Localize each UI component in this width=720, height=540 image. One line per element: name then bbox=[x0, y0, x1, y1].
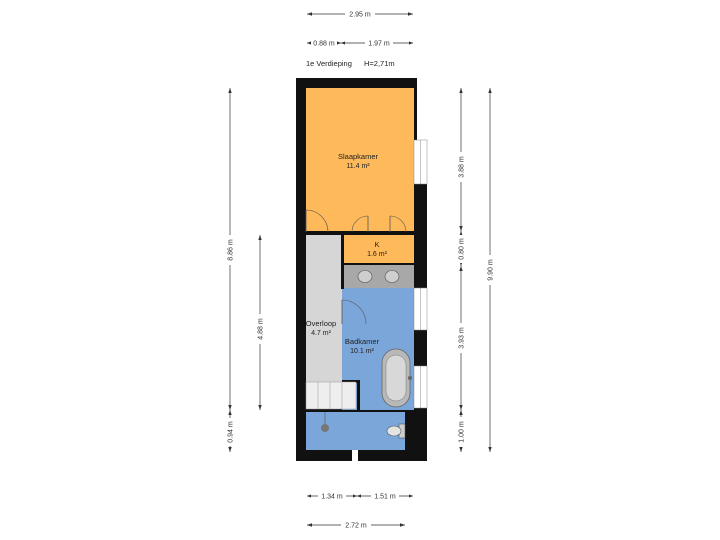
dim-right-bottom-label: 1.00 m bbox=[459, 421, 466, 443]
dimension-top-split: 0.88 m 1.97 m bbox=[307, 38, 413, 48]
room-area-overloop: 4.7 m² bbox=[311, 330, 332, 337]
sink-icon bbox=[384, 270, 400, 283]
dimension-top-total: 2.95 m bbox=[307, 9, 413, 19]
sink-icon bbox=[357, 270, 373, 283]
room-label-badkamer: Badkamer bbox=[345, 337, 380, 346]
vanity bbox=[344, 265, 414, 288]
room-label-overloop: Overloop bbox=[306, 319, 336, 328]
height-label: H=2,71m bbox=[364, 59, 395, 68]
floor-label: 1e Verdieping bbox=[306, 59, 352, 68]
dim-bottom-right-label: 1.51 m bbox=[374, 494, 396, 501]
dim-bottom-left-label: 1.34 m bbox=[321, 494, 343, 501]
door-k-right bbox=[389, 215, 407, 233]
door-k-left bbox=[351, 215, 369, 233]
stairs bbox=[305, 381, 357, 410]
dim-top-total-label: 2.95 m bbox=[349, 12, 371, 19]
dim-left-total-label: 8.86 m bbox=[228, 239, 235, 261]
dim-top-right-label: 1.97 m bbox=[368, 41, 390, 48]
dimension-left-inner: 4.88 m bbox=[255, 235, 265, 410]
room-slaapkamer bbox=[306, 88, 414, 232]
dimension-bottom-total: 2.72 m bbox=[307, 520, 405, 530]
dim-left-inner-label: 4.88 m bbox=[258, 318, 265, 340]
door-slaapkamer bbox=[305, 209, 329, 233]
room-area-badkamer: 10.1 m² bbox=[350, 348, 374, 355]
dim-right-bath-label: 3.93 m bbox=[459, 327, 466, 349]
dim-right-total-label: 9.90 m bbox=[488, 259, 495, 281]
room-area-k: 1.6 m² bbox=[367, 251, 388, 258]
dimension-left-total: 8.86 m 0.94 m bbox=[225, 88, 235, 452]
room-label-slaapkamer: Slaapkamer bbox=[338, 152, 379, 161]
dim-top-left-label: 0.88 m bbox=[313, 41, 335, 48]
dimension-right-split: 3.88 m 0.80 m 3.93 m 1.00 m bbox=[456, 88, 466, 452]
dimension-bottom-split: 1.34 m 1.51 m bbox=[307, 491, 413, 501]
room-overloop bbox=[306, 235, 342, 410]
room-k bbox=[344, 235, 414, 263]
shower-drain-icon bbox=[321, 424, 329, 432]
room-area-slaapkamer: 11.4 m² bbox=[346, 163, 370, 170]
door-badkamer bbox=[341, 299, 367, 325]
wall-notch bbox=[416, 78, 428, 140]
dim-left-bottom-label: 0.94 m bbox=[228, 421, 235, 443]
dim-right-top-label: 3.88 m bbox=[459, 156, 466, 178]
dim-right-k-label: 0.80 m bbox=[459, 238, 466, 260]
room-label-k: K bbox=[374, 240, 379, 249]
dim-bottom-total-label: 2.72 m bbox=[345, 523, 367, 530]
dimension-right-total: 9.90 m bbox=[485, 88, 495, 452]
